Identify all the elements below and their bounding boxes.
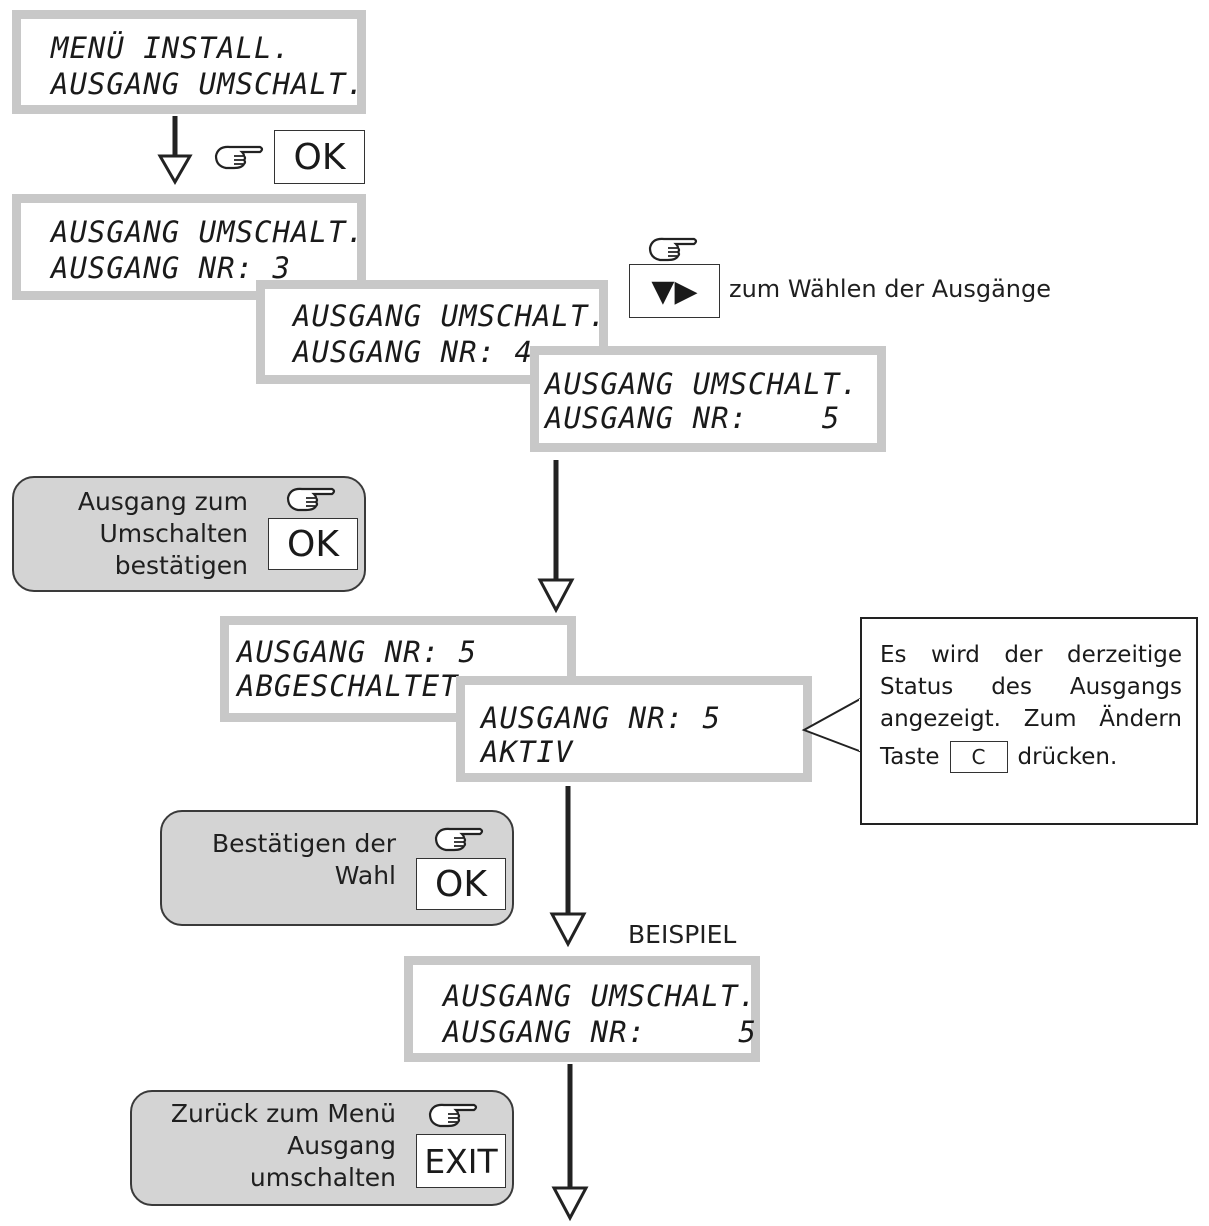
- lcd-line-1: AUSGANG UMSCHALT.: [443, 979, 757, 1013]
- lcd-screen-example: AUSGANG UMSCHALT. AUSGANG NR: 5: [404, 956, 760, 1062]
- lcd-line-2: AUSGANG NR: 3: [51, 251, 291, 285]
- lcd-line-1: AUSGANG UMSCHALT.: [545, 367, 859, 401]
- pointing-hand-icon: [648, 237, 698, 262]
- step-confirm-output: Ausgang zum Umschalten bestätigen OK: [12, 476, 366, 592]
- lcd-screen-status-off: AUSGANG NR: 5 ABGESCHALTET: [220, 616, 576, 722]
- ok-key[interactable]: OK: [274, 130, 365, 184]
- step-text: Zurück zum Menü Ausgang umschalten: [170, 1099, 396, 1192]
- lcd-screen-output-5: AUSGANG UMSCHALT. AUSGANG NR: 5: [530, 346, 886, 452]
- ok-key-label: OK: [293, 136, 346, 178]
- step-confirm-choice: Bestätigen der Wahl OK: [160, 810, 514, 926]
- ok-key[interactable]: OK: [268, 518, 358, 570]
- lcd-line-1: MENÜ INSTALL.: [51, 31, 291, 65]
- exit-key-label: EXIT: [424, 1141, 498, 1181]
- ok-key-label: OK: [435, 863, 487, 905]
- callout-line-3: angezeigt. Zum Ändern: [880, 706, 1182, 732]
- ok-key[interactable]: OK: [416, 858, 506, 910]
- callout-pointer: [801, 697, 863, 753]
- arrowhead-2: [537, 578, 575, 614]
- pointing-hand-icon: [428, 1103, 478, 1128]
- lcd-line-2: ABGESCHALTET: [237, 669, 459, 703]
- pointing-hand-icon: [214, 145, 264, 170]
- lcd-line-2: AUSGANG NR: 4: [293, 335, 533, 369]
- lcd-line-2: AKTIV: [481, 735, 574, 769]
- lcd-line-2: AUSGANG UMSCHALT.: [51, 67, 365, 101]
- lcd-line-2: AUSGANG NR: 5: [545, 401, 841, 435]
- callout-line-2: Status des Ausgangs: [880, 674, 1182, 700]
- callout-druecken: drücken.: [1017, 744, 1118, 770]
- lcd-line-1: AUSGANG UMSCHALT.: [51, 215, 365, 249]
- arrowhead-3: [549, 912, 587, 948]
- lcd-screen-status-active: AUSGANG NR: 5 AKTIV: [456, 676, 812, 782]
- arrow-keys-label: ▼▶: [651, 273, 698, 309]
- lcd-line-2: AUSGANG NR: 5: [443, 1015, 757, 1049]
- arrow-keys-hint: zum Wählen der Ausgänge: [729, 275, 1051, 303]
- c-key[interactable]: C: [949, 741, 1008, 773]
- lcd-screen-menu-install: MENÜ INSTALL. AUSGANG UMSCHALT.: [12, 10, 366, 114]
- lcd-line-1: AUSGANG NR: 5: [481, 701, 721, 735]
- pointing-hand-icon: [434, 827, 484, 852]
- pointing-hand-icon: [286, 487, 336, 512]
- step-text: Ausgang zum Umschalten bestätigen: [77, 487, 248, 580]
- callout-line-1: Es wird der derzeitige: [880, 642, 1182, 668]
- lcd-line-1: AUSGANG NR: 5: [237, 635, 477, 669]
- ok-key-label: OK: [287, 523, 339, 565]
- example-label: BEISPIEL: [628, 920, 737, 949]
- lcd-line-1: AUSGANG UMSCHALT.: [293, 299, 607, 333]
- callout-taste: Taste: [880, 744, 940, 770]
- exit-key[interactable]: EXIT: [416, 1134, 506, 1188]
- step-back-to-menu: Zurück zum Menü Ausgang umschalten EXIT: [130, 1090, 514, 1206]
- arrowhead-4: [551, 1186, 589, 1222]
- arrow-keys[interactable]: ▼▶: [629, 264, 720, 318]
- c-key-label: C: [971, 745, 986, 769]
- step-text: Bestätigen der Wahl: [212, 829, 396, 890]
- status-callout: Es wird der derzeitige Status des Ausgan…: [860, 617, 1198, 825]
- arrowhead-1: [157, 154, 193, 186]
